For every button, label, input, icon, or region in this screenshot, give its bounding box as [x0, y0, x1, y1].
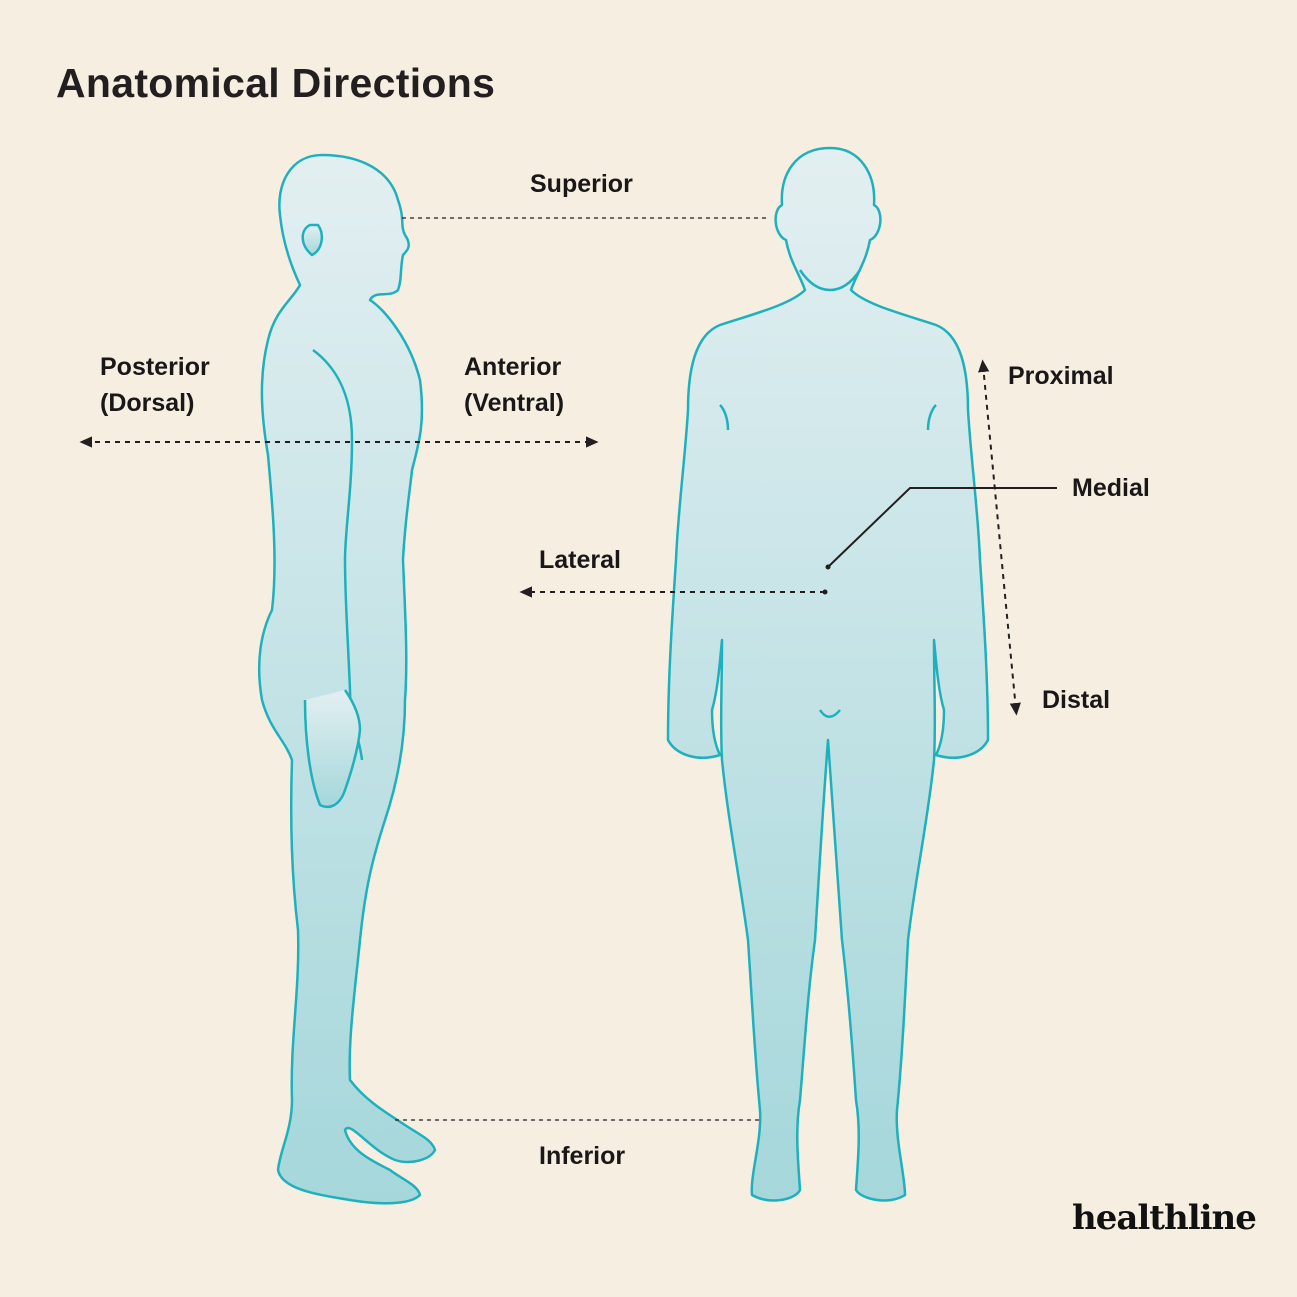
label-inferior: Inferior	[539, 1142, 626, 1170]
label-anterior: Anterior	[464, 353, 562, 381]
label-dorsal: (Dorsal)	[100, 389, 195, 417]
label-superior: Superior	[530, 170, 633, 198]
label-posterior: Posterior	[100, 353, 210, 381]
label-proximal: Proximal	[1008, 362, 1114, 390]
proximal-distal-arrow	[978, 359, 1021, 716]
label-distal: Distal	[1042, 686, 1111, 714]
label-lateral: Lateral	[539, 546, 621, 574]
page-title: Anatomical Directions	[56, 60, 496, 106]
label-ventral: (Ventral)	[464, 389, 565, 417]
front-view-figure	[666, 146, 990, 1202]
label-medial: Medial	[1072, 474, 1150, 502]
healthline-logo: healthline	[1072, 1198, 1257, 1238]
side-view-figure	[257, 153, 437, 1205]
